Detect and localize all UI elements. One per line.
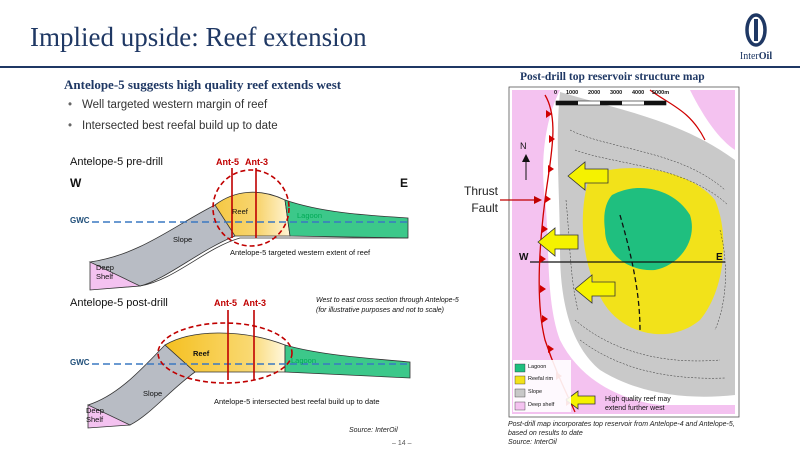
legend-swatch-reefal-rim: [514, 375, 526, 385]
postdrill-lagoon-label: Lagoon: [291, 356, 317, 365]
legend-swatch-slope: [514, 388, 526, 398]
predrill-west-label: W: [70, 176, 82, 190]
predrill-east-label: E: [400, 176, 409, 190]
map-title: Post-drill top reservoir structure map: [520, 71, 705, 83]
scale-label: 0: [554, 90, 558, 96]
legend-swatch-lagoon: [514, 363, 526, 373]
map-west-label: W: [519, 252, 529, 263]
yellow-arrow-icon: [537, 161, 616, 410]
postdrill-well-ant5: Ant-5: [214, 298, 237, 308]
bullet-item: Intersected best reefal build up to date: [68, 120, 278, 132]
postdrill-title: Antelope-5 post-drill: [70, 297, 168, 309]
legend-label-lagoon: Lagoon: [528, 364, 547, 370]
left-source: Source: InterOil: [349, 427, 398, 434]
predrill-well-ant5: Ant-5: [216, 157, 239, 167]
predrill-gwc-label: GWC: [70, 216, 90, 225]
scale-label: 5000m: [652, 90, 670, 96]
map-lagoon: [604, 187, 692, 271]
map-caption: Post-drill map incorporates top reservoi…: [508, 421, 735, 446]
predrill-well-ant3: Ant-3: [245, 157, 268, 167]
postdrill-well-ant3: Ant-3: [243, 298, 266, 308]
legend-label-deep-shelf: Deep shelf: [528, 402, 555, 408]
legend-label-reefal-rim: Reefal rim: [528, 376, 554, 382]
legend-label-slope: Slope: [528, 389, 543, 395]
predrill-slope-label: Slope: [173, 235, 193, 244]
postdrill-note-a: West to east cross section through Antel…: [316, 297, 459, 304]
postdrill-reef-label: Reef: [193, 349, 210, 358]
scale-label: 2000: [588, 90, 601, 96]
map-east-label: E: [716, 252, 723, 263]
logo-text: InterOil: [739, 51, 773, 62]
left-subheading: Antelope-5 suggests high quality reef ex…: [64, 77, 342, 92]
postdrill-caption: Antelope-5 intersected best reefal build…: [214, 397, 380, 406]
map-north-label: N: [520, 141, 527, 151]
title-rule: [0, 66, 800, 68]
scale-label: 1000: [566, 90, 579, 96]
predrill-lagoon-label: Lagoon: [297, 211, 323, 220]
map-deep-shelf-area: [690, 90, 735, 150]
predrill-reef-label: Reef: [232, 207, 248, 216]
predrill-title: Antelope-5 pre-drill: [70, 156, 163, 168]
legend-swatch-deep-shelf: [514, 401, 526, 411]
interoil-logo-icon: [745, 13, 767, 47]
bullet-list: Well targeted western margin of reef Int…: [68, 99, 278, 141]
predrill-lagoon: [284, 199, 409, 239]
bullet-item: Well targeted western margin of reef: [68, 99, 278, 111]
postdrill-lagoon: [284, 344, 411, 379]
postdrill-slope-label: Slope: [143, 389, 163, 398]
page-number: – 14 –: [392, 440, 412, 447]
predrill-caption: Antelope-5 targeted western extent of re…: [230, 248, 371, 257]
page-title: Implied upside: Reef extension: [30, 22, 367, 52]
scale-label: 3000: [610, 90, 623, 96]
scale-label: 4000: [632, 90, 645, 96]
postdrill-gwc-label: GWC: [70, 358, 90, 367]
postdrill-note-b: (for illustrative purposes and not to sc…: [316, 307, 445, 314]
